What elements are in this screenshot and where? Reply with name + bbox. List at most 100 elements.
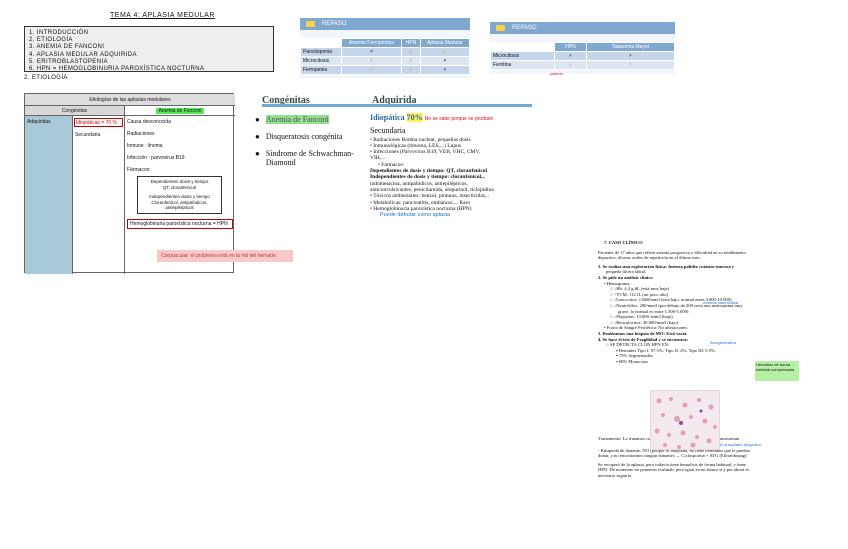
text-line: ○ ↓Hb: 4,4 g/dL (está muy baja) [610, 286, 670, 292]
row-label: Microcitosis [490, 51, 555, 61]
cell: ✓ [401, 65, 421, 75]
col-header: Aplasia Medular [419, 38, 471, 48]
text-line: • Frotis de Sangre Periférica: No altera… [604, 325, 689, 331]
acquired-list: Idiopática 70% No se sabe porque se prod… [370, 113, 530, 219]
repaso1-grid: Anemia Ferropénica HPN Aplasia Medular P… [300, 38, 471, 75]
cell: ✓ [401, 47, 421, 57]
idiopatica-line: Idiopática 70% No se sabe porque se prod… [370, 113, 494, 122]
text-line: ○ ↓Reticulocitos: 30.000/mm3 (bajo) [610, 319, 679, 325]
cell: ✓ [586, 51, 675, 61]
text-line: donar, y no encontramos ningún donante) … [598, 453, 747, 459]
row-label: Ferritina [490, 60, 555, 70]
cell: ✓ [554, 51, 587, 61]
text-line: ○ SE DETECTA CLON HPN EN: [606, 342, 670, 348]
text-line: Dependientes de dosis y tiempo: QT, clor… [370, 168, 488, 175]
index-item: 1. INTRODUCCIÓN [29, 30, 89, 36]
text-line: Paciente de 17 años que refiere astenia … [598, 249, 746, 255]
congenital-list: ●Anemia de Fanconi ●Disqueratosis congén… [255, 115, 355, 167]
text-line: • Metabólicas: pancreatitis, embarazo,..… [370, 199, 471, 206]
text-line: 2. Se pide un análisis clínico [598, 274, 653, 280]
row-label: Ferropenia [300, 65, 342, 75]
dose-dependent-box: Dependientes dosis y tiempo QT, cloranfe… [137, 176, 222, 214]
col-header: HPN [554, 42, 587, 52]
microscopy-image [650, 390, 720, 450]
right-column: Causa desconocida Radiaciones Inmune : l… [125, 116, 235, 274]
text-line: • Fármacos: [378, 161, 405, 168]
page-title: TEMA 4: APLASIA MEDULAR [110, 12, 215, 19]
text-line: • Tóxicos ambientales: benzol, pinturas,… [370, 193, 490, 200]
text-line: HPN. De momento no ponemos eculinab, per… [598, 467, 750, 473]
bullet-icon: ● [255, 132, 260, 141]
text-line: • Radiaciones Bomba nuclear, pequeñas do… [370, 136, 471, 143]
text-line: 4. Se hace el test de Fragilidad y se en… [598, 336, 689, 342]
text-line: ▪ Hematíes Tipo I: 97.5%; Tipo II: 2%; T… [616, 347, 717, 353]
repaso2-annot: paciente [550, 72, 564, 76]
col-header [490, 42, 555, 52]
text-line: ▪ 68% Monocitos [616, 358, 648, 364]
text-line: indometacina, antipalúdicos, antiepilépt… [370, 180, 468, 187]
col-header: Anemia Ferropénica [340, 38, 403, 48]
list-item: ●Disqueratosis congénita [255, 132, 343, 141]
text-line: 3. Realizamos una biopsia de MO: Está va… [598, 330, 688, 336]
right-item: Radiaciones [127, 131, 155, 137]
cell: × [340, 47, 403, 57]
table-header: Etiologías de las aplasias medulares [25, 94, 235, 106]
text-line: • Hemoglobinuria paroxística nocturna (H… [370, 205, 472, 212]
text-line: 1. Se realiza una exploración física: In… [598, 263, 735, 269]
text-line: deportivo, úlceras orales de repetición … [598, 255, 701, 261]
index-box: 1. INTRODUCCIÓN 2. ETIOLOGÍA 3. ANEMIA D… [24, 26, 274, 72]
box-line: Dependientes dosis y tiempo [150, 179, 209, 184]
cell: × [419, 56, 471, 66]
section-heading: 2. ETIOLOGÍA [24, 75, 68, 81]
text-line: No trasplante alogenico [718, 442, 762, 448]
secundaria-cell: Secundaria [75, 132, 101, 138]
congenitas-adquirida-header: Congénitas Adquirida [262, 95, 532, 107]
text-line: Puede debutar como aplasia [380, 212, 451, 219]
repaso-bar: REPASO [300, 18, 470, 30]
text-line: • Infecciones (Parvovirus B19, VEB, VHC,… [370, 149, 481, 156]
right-item: Fármacos: [127, 167, 151, 173]
right-item: Infección : parvovirus B19 [127, 155, 185, 161]
cell: ✓ [340, 65, 403, 75]
col-header: Talasemia Mayor [586, 42, 675, 52]
congenitas-cell: Congénitas [25, 106, 125, 116]
middle-column: Idiopáticas = 70 % Secundaria [73, 116, 125, 274]
text-line: - Búsqueda de donante: NO (porque es ado… [598, 447, 750, 453]
index-item: 4. APLASIA MEDULAR ADQUIRIDA [29, 51, 137, 58]
cell: ✓ [340, 56, 403, 66]
text-line: anticonvulsivantes, penicilamida, alopur… [370, 186, 494, 193]
box-line: QT, cloranfenicol [162, 184, 197, 190]
cell: ↓ [554, 60, 587, 70]
cell: × [419, 65, 471, 75]
cell: ↑ [586, 60, 675, 70]
repaso-table-1: REPASO Anemia Ferropénica HPN Aplasia Me… [300, 18, 471, 78]
text-line: ○ ↓Neutrófilos: 290/mm3 (por debajo de 2… [610, 302, 743, 308]
right-item: Causa desconocida [127, 119, 171, 125]
microscopy-icon [654, 397, 717, 449]
repaso-bar: REPASO [490, 22, 675, 34]
index-item: 2. ETIOLOGÍA [29, 37, 73, 44]
list-item: ●Síndrome de Schwachman-Diamond [255, 149, 354, 167]
secundaria-heading: Secundaria [370, 126, 406, 136]
box-line: Independientes dosis y tiempo [149, 194, 210, 199]
fanconi-cell: Anemia de Fanconi [125, 106, 235, 116]
text-line: pequeña úlcera labial. [606, 269, 647, 275]
cell: ✓ [401, 56, 421, 66]
text-line: ○ ↑VCM: 112 fL (un poco alto) [610, 291, 669, 297]
index-item: 5. ERITROBLASTOPENIA [29, 58, 108, 65]
text-line: Independientes de dosis y tiempo: cloran… [370, 174, 486, 181]
index-item: 6. HPN = HEMOGLOBINURIA PAROXÍSTICA NOCT… [29, 66, 205, 73]
header-adquirida: Adquirida [372, 95, 417, 106]
idiopaticas-label: Idiopáticas = 70 % [76, 120, 117, 126]
header-congenitas: Congénitas [262, 95, 310, 106]
row-label: Pancitopenia [300, 47, 342, 57]
bullet-icon: ● [255, 149, 260, 158]
text-line: Se recuperó de la aplasia, pero todavía … [598, 461, 746, 467]
col-header [300, 38, 342, 48]
arreg-note: Arregenerativa [710, 340, 737, 345]
hpn-cell: Hemoglobinuria paroxística nocturna = HP… [127, 218, 233, 229]
text-line: • Inmunológicas (timoma, LES,...) Lupus [370, 142, 461, 149]
right-item: Inmune : linoma [127, 143, 163, 149]
idiopaticas-cell: Idiopáticas = 70 % [74, 118, 123, 127]
row-label: Microcitosis [300, 56, 342, 66]
